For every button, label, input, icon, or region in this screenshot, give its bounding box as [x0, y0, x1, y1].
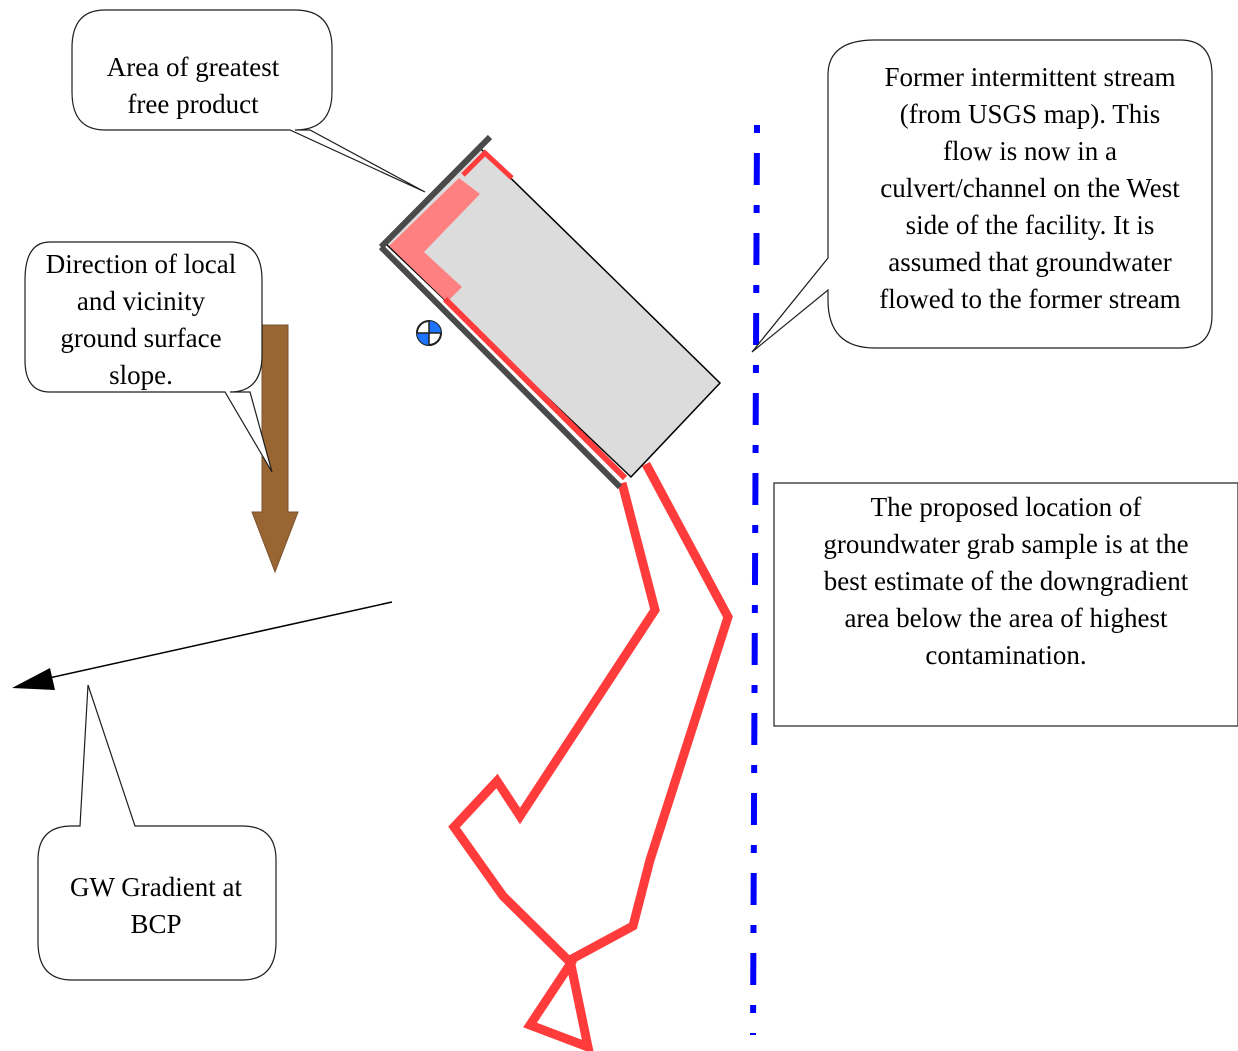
proposed-location-box: [773, 482, 1238, 727]
callout-line: GW Gradient at: [70, 872, 242, 902]
callout-line: Area of greatest: [106, 52, 280, 82]
free-product-callout-text: Area of greatest free product: [78, 49, 308, 123]
callout-line: flow is now in a: [943, 136, 1117, 166]
down-arrow-icon: [251, 324, 299, 574]
callout-line: assumed that groundwater: [888, 247, 1172, 277]
gw-gradient-callout-text: GW Gradient at BCP: [42, 869, 270, 943]
callout-line: and vicinity: [76, 286, 206, 316]
callout-line: free product: [127, 89, 259, 119]
gw-gradient-callout-box: [37, 684, 277, 981]
building: [383, 146, 722, 479]
proposed-location-text: The proposed location of groundwater gra…: [776, 489, 1236, 674]
callout-line: slope.: [109, 360, 173, 390]
callout-line: culvert/channel on the West: [880, 173, 1180, 203]
slope-callout-text: Direction of local and vicinity ground s…: [30, 246, 252, 394]
callout-line: Direction of local: [45, 249, 237, 279]
free-product-area: [389, 178, 480, 302]
callout-line: area below the area of highest: [844, 603, 1168, 633]
callout-line: flowed to the former stream: [879, 284, 1181, 314]
callout-line: best estimate of the downgradient: [823, 566, 1189, 596]
slope-callout-box: [24, 241, 273, 473]
stream-callout-box: [751, 39, 1213, 353]
building-dark-edge-side: [378, 244, 623, 490]
callout-line: ground surface: [60, 323, 222, 353]
building-red-edge: [442, 296, 628, 481]
building-dark-edge-top: [378, 134, 493, 250]
callout-line: side of the facility. It is: [905, 210, 1155, 240]
stream-callout-text: Former intermittent stream (from USGS ma…: [850, 59, 1210, 318]
building-red-corner: [461, 149, 514, 180]
callout-line: Former intermittent stream: [884, 62, 1176, 92]
property-boundary: [448, 461, 733, 1051]
sample-location-marker-icon: [416, 320, 442, 346]
callout-line: (from USGS map). This: [899, 99, 1161, 129]
free-product-callout-box: [71, 9, 426, 193]
former-stream-line: [750, 124, 760, 1036]
callout-line: groundwater grab sample is at the: [823, 529, 1189, 559]
callout-line: The proposed location of: [870, 492, 1142, 522]
callout-line: BCP: [130, 909, 182, 939]
callout-line: contamination.: [925, 640, 1087, 670]
gw-flow-arrow-icon: [12, 601, 393, 690]
